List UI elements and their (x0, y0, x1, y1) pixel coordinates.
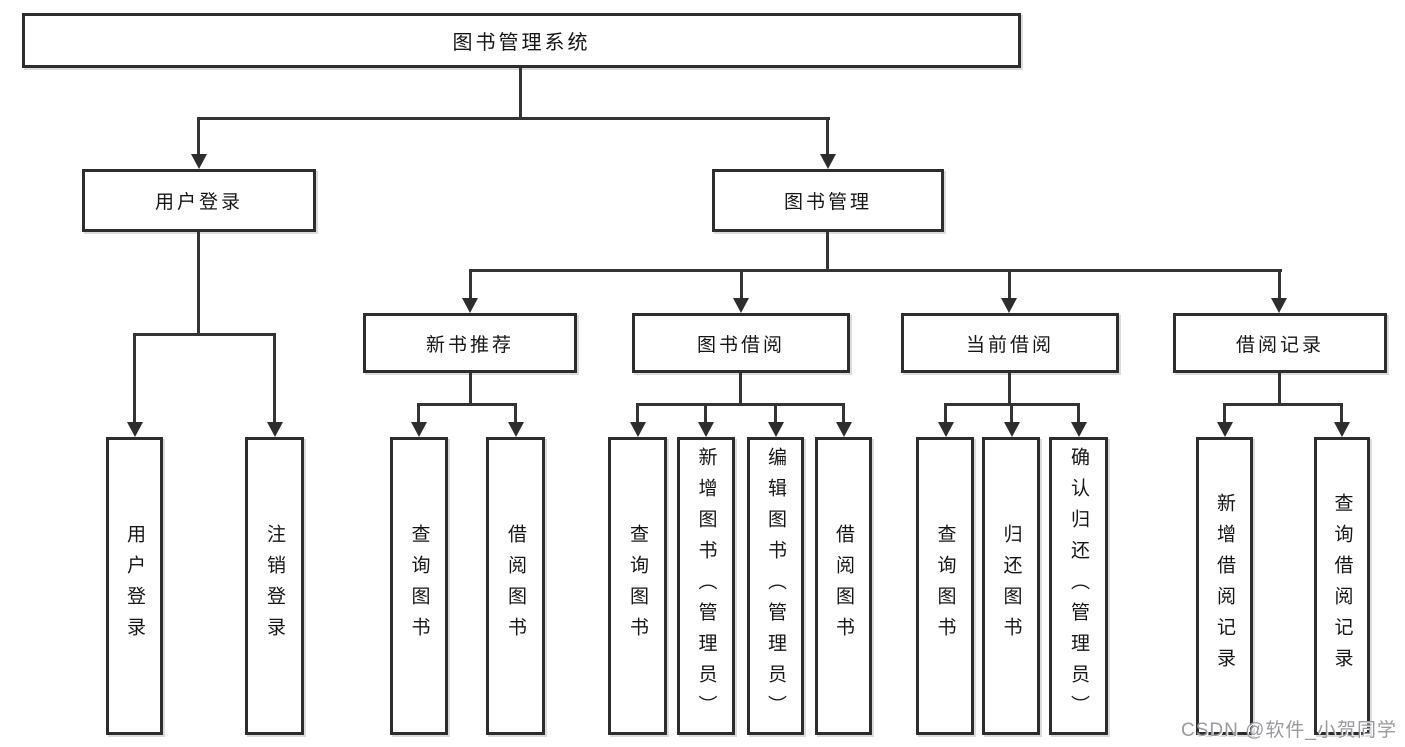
connector-line (636, 403, 845, 406)
connector-line (519, 68, 522, 120)
connector-line (514, 406, 517, 422)
node-current-borrowing: 当前借阅 (901, 313, 1119, 373)
arrow-down-icon (698, 422, 714, 437)
arrow-down-icon (733, 298, 749, 313)
connector-line (1008, 373, 1011, 403)
arrow-down-icon (820, 154, 836, 169)
arrow-down-icon (1071, 422, 1087, 437)
arrow-down-icon (267, 422, 283, 437)
arrow-down-icon (508, 422, 524, 437)
connector-line (739, 373, 742, 403)
connector-line (133, 336, 136, 422)
connector-line (944, 403, 1080, 406)
connector-line (1278, 272, 1281, 299)
connector-line (740, 272, 743, 299)
connector-line (1223, 403, 1343, 406)
node-user-login: 用户登录 (82, 169, 316, 232)
arrow-down-icon (1001, 298, 1017, 313)
arrow-down-icon (768, 422, 784, 437)
leaf-borrowing-edit-books-admin: 编辑图书（管理员） (747, 437, 804, 735)
leaf-borrowing-query-books: 查询图书 (608, 437, 667, 735)
connector-line (636, 406, 639, 422)
watermark: CSDN @软件_小贺同学 (1181, 720, 1397, 741)
connector-line (469, 373, 472, 403)
arrow-down-icon (1271, 298, 1287, 313)
leaf-borrowing-borrow-books: 借阅图书 (815, 437, 872, 735)
connector-line (826, 232, 829, 269)
leaf-records-query-record: 查询借阅记录 (1314, 437, 1370, 735)
connector-line (826, 120, 829, 156)
leaf-user-login: 用户登录 (106, 437, 163, 735)
node-book-management: 图书管理 (712, 169, 944, 232)
arrow-down-icon (836, 422, 852, 437)
node-borrowing-records: 借阅记录 (1173, 313, 1387, 373)
arrow-down-icon (462, 298, 478, 313)
leaf-records-add-record: 新增借阅记录 (1196, 437, 1253, 735)
connector-line (197, 232, 200, 333)
arrow-down-icon (1217, 422, 1233, 437)
leaf-borrowing-add-books-admin: 新增图书（管理员） (677, 437, 735, 735)
leaf-recommend-query-books: 查询图书 (390, 437, 448, 735)
node-library-management-system: 图书管理系统 (22, 13, 1021, 68)
connector-line (417, 406, 420, 422)
connector-line (774, 406, 777, 422)
connector-line (1077, 406, 1080, 422)
leaf-recommend-borrow-books: 借阅图书 (486, 437, 545, 735)
connector-line (1223, 406, 1226, 422)
connector-line (197, 117, 830, 120)
arrow-down-icon (411, 422, 427, 437)
connector-line (469, 269, 1282, 272)
leaf-current-query-books: 查询图书 (916, 437, 974, 735)
connector-line (1010, 406, 1013, 422)
connector-line (704, 406, 707, 422)
connector-line (273, 336, 276, 422)
connector-line (133, 333, 276, 336)
node-new-book-recommend: 新书推荐 (363, 313, 577, 373)
node-book-borrowing: 图书借阅 (632, 313, 850, 373)
connector-line (197, 120, 200, 156)
connector-line (1278, 373, 1281, 403)
leaf-current-confirm-return-admin: 确认归还（管理员） (1049, 437, 1108, 735)
connector-line (417, 403, 517, 406)
arrow-down-icon (630, 422, 646, 437)
leaf-current-return-books: 归还图书 (982, 437, 1040, 735)
connector-line (1340, 406, 1343, 422)
connector-line (1008, 272, 1011, 299)
connector-line (944, 406, 947, 422)
connector-line (842, 406, 845, 422)
leaf-logout: 注销登录 (245, 437, 304, 735)
arrow-down-icon (1004, 422, 1020, 437)
arrow-down-icon (1334, 422, 1350, 437)
arrow-down-icon (191, 154, 207, 169)
arrow-down-icon (127, 422, 143, 437)
arrow-down-icon (938, 422, 954, 437)
connector-line (469, 272, 472, 299)
